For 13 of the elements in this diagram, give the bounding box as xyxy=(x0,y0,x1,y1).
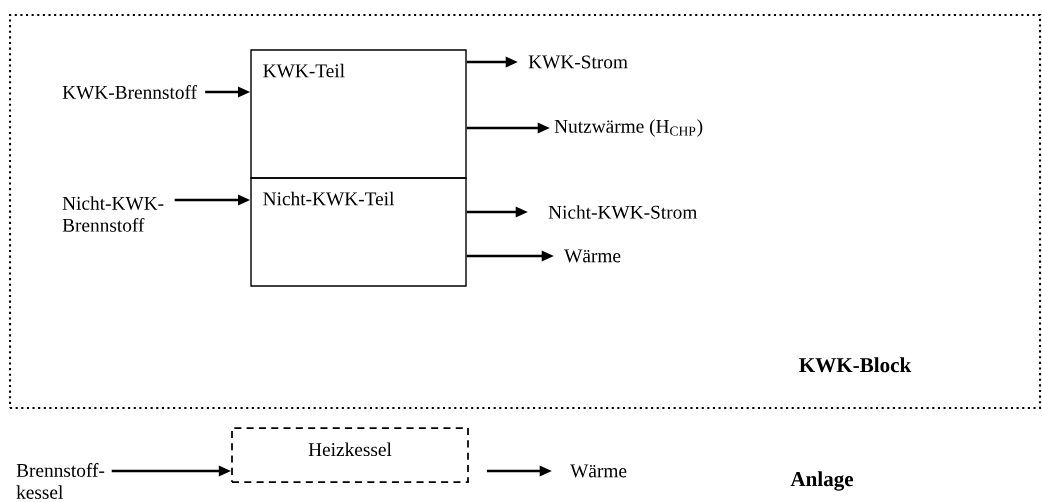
process-box: Heizkessel xyxy=(231,427,469,483)
flow-label: Brennstoff-kessel xyxy=(16,463,105,499)
flow-label: Wärme xyxy=(570,464,627,478)
block-title: KWK-Block xyxy=(799,357,912,373)
process-box: Nicht-KWK-Teil xyxy=(250,177,467,287)
process-box: KWK-Teil xyxy=(250,49,467,179)
area-label: Anlage xyxy=(790,471,854,491)
flow-label: Nutzwärme (H$_{CHP}$) xyxy=(554,119,703,137)
flow-label: Nicht-KWK-Brennstoff xyxy=(62,196,164,232)
flow-label: Wärme xyxy=(564,249,621,263)
flow-label: Nicht-KWK-Strom xyxy=(548,205,698,219)
flow-label: KWK-Strom xyxy=(528,55,628,69)
flow-label: KWK-Brennstoff xyxy=(62,85,197,99)
